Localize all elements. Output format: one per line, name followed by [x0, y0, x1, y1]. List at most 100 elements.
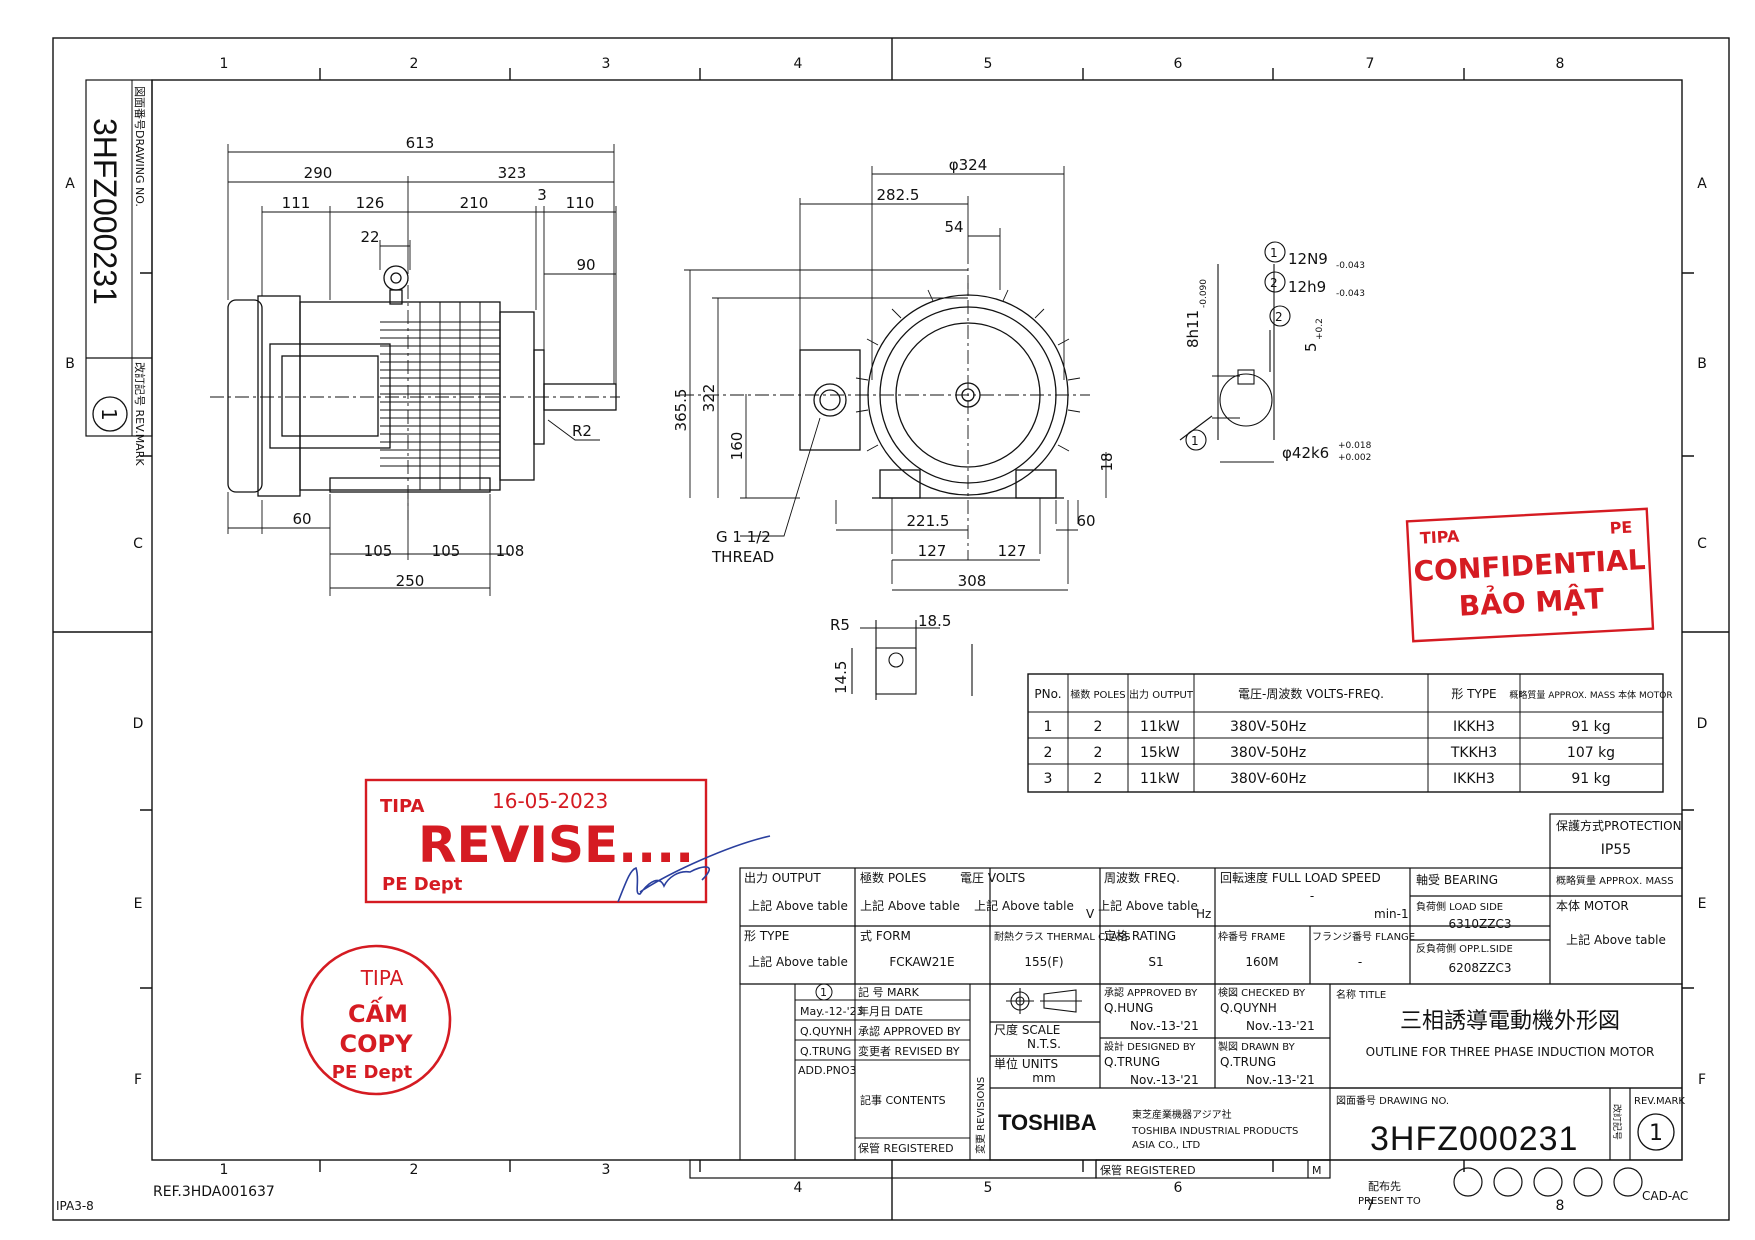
dim-110: 110	[566, 194, 595, 212]
revise-stamp-org: TIPA	[380, 796, 425, 817]
foot-slot-detail	[851, 620, 973, 700]
key-width-1-tol: -0.043	[1336, 261, 1365, 271]
side-drawing-no: 3HFZ000231	[87, 118, 123, 305]
spec-rating-label: 定格 RATING	[1104, 928, 1176, 943]
shaft-callout-2b: 2	[1275, 310, 1283, 324]
front-view-dimension-text: φ324 282.5 54 365.5 322 160 221.5 60 127…	[672, 156, 1116, 590]
cell: 380V-50Hz	[1230, 719, 1306, 735]
dim-18-5: 18.5	[918, 612, 951, 630]
shaft-callout-1b: 1	[1191, 434, 1199, 448]
spec-speed-value: -	[1310, 889, 1314, 903]
spec-rating-value: S1	[1148, 955, 1163, 969]
zone-labels-bottom: 1 2 3 4 5 6 7 8	[220, 1162, 1565, 1214]
spec-volts-value: 上記 Above table	[974, 898, 1074, 913]
spec-block: 出力 OUTPUT 上記 Above table 極数 POLES 上記 Abo…	[739, 867, 1683, 985]
dim-60: 60	[292, 510, 311, 528]
spec-type-label: 形 TYPE	[744, 929, 789, 943]
zone-row: A	[1697, 176, 1707, 192]
cell: 2	[1044, 745, 1053, 761]
motor-front-view	[680, 250, 1090, 560]
registered-label: 保管 REGISTERED	[1100, 1163, 1196, 1177]
shaft-diameter: φ42k6	[1282, 444, 1329, 462]
present-to-circles	[1453, 1167, 1643, 1197]
spec-bearing-label: 軸受 BEARING	[1416, 873, 1498, 887]
title-label: 名称 TITLE	[1336, 988, 1386, 1001]
dim-22: 22	[360, 228, 379, 246]
designed-date: Nov.-13-'21	[1130, 1073, 1199, 1087]
zone-col: 1	[220, 1162, 229, 1178]
variants-header-mass: 概略質量 APPROX. MASS 本体 MOTOR	[1509, 689, 1672, 701]
table-row: 2 2 15kW 380V-50Hz TKKH3 107 kg	[1044, 745, 1616, 761]
checked-date: Nov.-13-'21	[1246, 1019, 1315, 1033]
dim-111: 111	[282, 194, 311, 212]
spec-speed-unit: min-1	[1374, 907, 1409, 921]
zone-row: C	[133, 536, 143, 552]
shaft-diameter-tol-low: +0.002	[1338, 453, 1371, 463]
company-english-2: ASIA CO., LTD	[1132, 1140, 1200, 1151]
revisions-vertical-label: 変更 REVISIONS	[974, 1077, 987, 1154]
zone-col: 7	[1366, 1198, 1375, 1214]
spec-load-side-label: 負荷側 LOAD SIDE	[1416, 900, 1503, 913]
dim-127a: 127	[918, 542, 947, 560]
spec-type-value: 上記 Above table	[748, 954, 848, 969]
cell: 91 kg	[1571, 719, 1610, 735]
zone-labels-left: A B C D E F	[65, 176, 143, 1088]
front-view-dimension-lines	[684, 166, 1107, 591]
present-to-label-jp: 配布先	[1368, 1180, 1401, 1193]
zone-col: 5	[984, 1180, 993, 1196]
dim-105b: 105	[432, 542, 461, 560]
foot-detail-text: R5 18.5 14.5	[830, 612, 951, 694]
spec-opp-side-value: 6208ZZC3	[1449, 961, 1512, 975]
variants-header-pno: PNo.	[1034, 687, 1061, 701]
cell: 11kW	[1140, 719, 1180, 735]
spec-frame-value: 160M	[1245, 955, 1278, 969]
side-view-dimension-lines	[227, 144, 617, 596]
dim-105a: 105	[364, 542, 393, 560]
zone-col: 6	[1174, 56, 1183, 72]
protection-value: IP55	[1601, 842, 1631, 858]
revision-date-label: 年月日 DATE	[858, 1004, 923, 1018]
variants-header-output: 出力 OUTPUT	[1129, 688, 1194, 701]
side-rev-mark: 1	[97, 408, 121, 421]
confidential-stamp-org: TIPA	[1419, 527, 1460, 548]
confidential-stamp-line2: BẢO MẬT	[1458, 578, 1605, 623]
shaft-callout-2a: 2	[1270, 276, 1278, 290]
dim-250: 250	[396, 572, 425, 590]
sheet-left-label: IPA3-8	[56, 1199, 94, 1213]
dim-308: 308	[958, 572, 987, 590]
units-value: mm	[1032, 1071, 1055, 1085]
approved-label: 承認 APPROVED BY	[1104, 986, 1198, 999]
spec-freq-value: 上記 Above table	[1098, 898, 1198, 913]
dim-323: 323	[498, 164, 527, 182]
thread-label: THREAD	[711, 548, 774, 566]
cell: 380V-60Hz	[1230, 771, 1306, 787]
spec-freq-unit: Hz	[1196, 907, 1211, 921]
revision-revised: Q.TRUNG	[800, 1045, 851, 1058]
approved-name: Q.HUNG	[1104, 1001, 1153, 1015]
revise-stamp-date: 16-05-2023	[492, 789, 608, 813]
variants-header-poles: 極数 POLES	[1070, 688, 1125, 701]
shaft-callout-1a: 1	[1270, 246, 1278, 260]
zone-row: E	[1698, 896, 1707, 912]
revision-content: ADD.PNO3	[798, 1064, 856, 1077]
spec-speed-label: 回転速度 FULL LOAD SPEED	[1220, 870, 1381, 885]
spec-flange-value: -	[1358, 955, 1362, 969]
revision-mark-label: 記 号 MARK	[858, 985, 920, 999]
dim-18: 18	[1098, 452, 1116, 471]
dim-54: 54	[944, 218, 963, 236]
dim-3: 3	[537, 186, 547, 204]
table-row: 1 2 11kW 380V-50Hz IKKH3 91 kg	[1044, 719, 1611, 735]
no-copy-stamp-line2: COPY	[340, 1030, 414, 1058]
spec-output-label: 出力 OUTPUT	[744, 871, 821, 885]
zone-labels-right: A B C D E F	[1697, 176, 1708, 1088]
zone-col: 8	[1556, 56, 1565, 72]
revisions-block: 1 May.-12-'23 Q.QUYNH Q.TRUNG ADD.PNO3 記…	[739, 983, 991, 1161]
present-to-label-en: PRESENT TO	[1358, 1196, 1421, 1207]
zone-col: 8	[1556, 1198, 1565, 1214]
dim-160: 160	[728, 432, 746, 461]
cell: 107 kg	[1567, 745, 1615, 761]
revision-registered-label: 保管 REGISTERED	[858, 1141, 954, 1155]
units-label: 単位 UNITS	[994, 1056, 1058, 1071]
spec-freq-label: 周波数 FREQ.	[1104, 870, 1180, 885]
spec-motor-label: 本体 MOTOR	[1556, 899, 1629, 913]
